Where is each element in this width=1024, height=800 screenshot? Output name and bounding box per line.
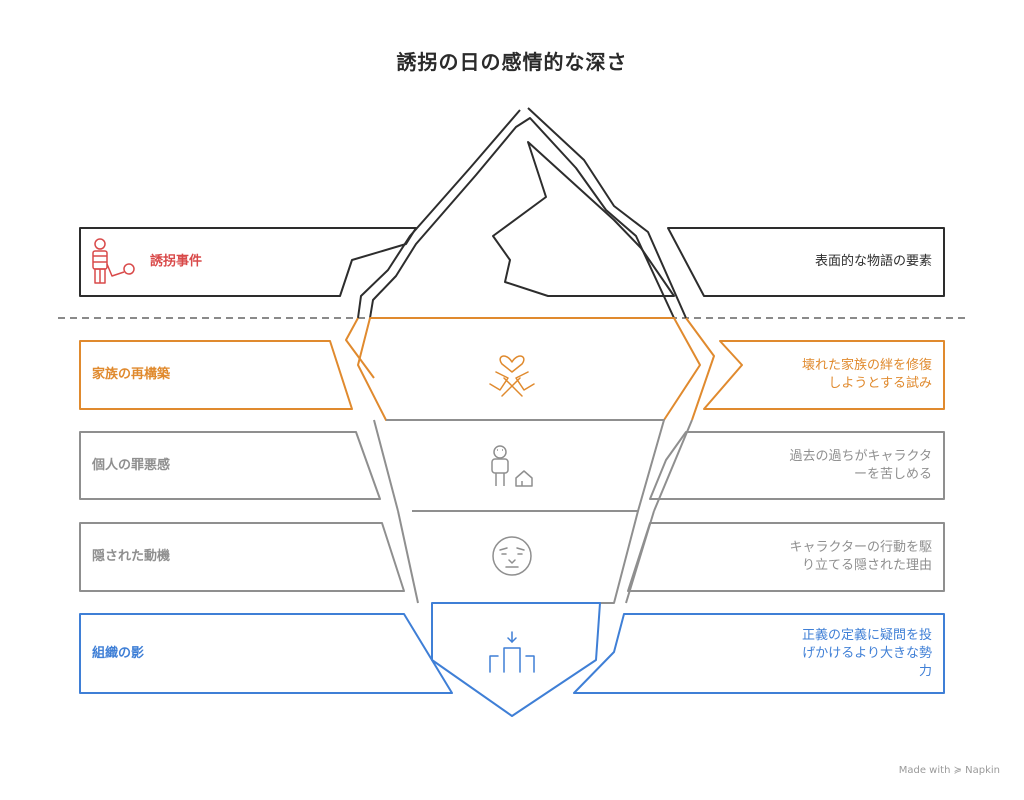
layer-desc-org: 正義の定義に疑問を投 げかけるより大きな勢 力 (802, 627, 932, 681)
desc-line: げかけるより大きな勢 (802, 646, 932, 661)
desc-line: 表面的な物語の要素 (814, 254, 932, 269)
desc-line: 壊れた家族の絆を修復 (801, 358, 932, 373)
layer-desc-kidnap: 表面的な物語の要素 (815, 253, 932, 271)
hands-heart-icon (489, 355, 535, 397)
band-gray-1 (386, 419, 665, 512)
label-frame-motive (79, 522, 405, 592)
desc-line: キャラクターの行動を駆 (789, 540, 932, 555)
desc-line: 力 (918, 664, 932, 679)
layer-label-family: 家族の再構築 (92, 367, 171, 382)
label-frame-org (79, 613, 453, 694)
layer-desc-guilt: 過去の過ちがキャラクタ ーを苦しめる (790, 448, 932, 484)
desc-line: 正義の定義に疑問を投 (801, 628, 932, 643)
desc-line: ーを苦しめる (853, 467, 932, 482)
label-frame-guilt (79, 431, 381, 500)
pillars-arrow-icon (489, 631, 535, 673)
iceberg-shell (345, 107, 715, 604)
desc-frame-org (573, 613, 945, 694)
band-blue (431, 602, 601, 717)
person-house-icon (491, 445, 533, 487)
desc-frame-guilt (649, 431, 945, 500)
iceberg-tip (369, 117, 675, 319)
diagram-title: 誘拐の日の感情的な深さ (396, 50, 628, 74)
desc-frame-kidnap (667, 227, 945, 297)
layer-desc-motive: キャラクターの行動を駆 り立てる隠された理由 (790, 539, 932, 575)
label-frame-family (79, 340, 353, 410)
layer-label-guilt: 個人の罪悪感 (92, 458, 171, 473)
layer-label-kidnap: 誘拐事件 (150, 254, 203, 269)
band-orange (357, 317, 701, 421)
hostage-icon (92, 238, 135, 284)
desc-frame-family (703, 340, 945, 410)
mask-icon (492, 536, 532, 576)
label-frame-kidnap (79, 227, 417, 297)
layer-label-motive: 隠された動機 (92, 549, 171, 564)
desc-line: り立てる隠された理由 (801, 558, 932, 573)
desc-frame-motive (627, 522, 945, 592)
footer-credit: Made with ≽ Napkin (898, 765, 1000, 776)
layer-desc-family: 壊れた家族の絆を修復 しようとする試み (802, 357, 932, 393)
band-gray-2 (412, 510, 639, 604)
desc-line: しようとする試み (828, 376, 932, 391)
layer-label-org: 組織の影 (92, 646, 145, 661)
desc-line: 過去の過ちがキャラクタ (789, 449, 932, 464)
